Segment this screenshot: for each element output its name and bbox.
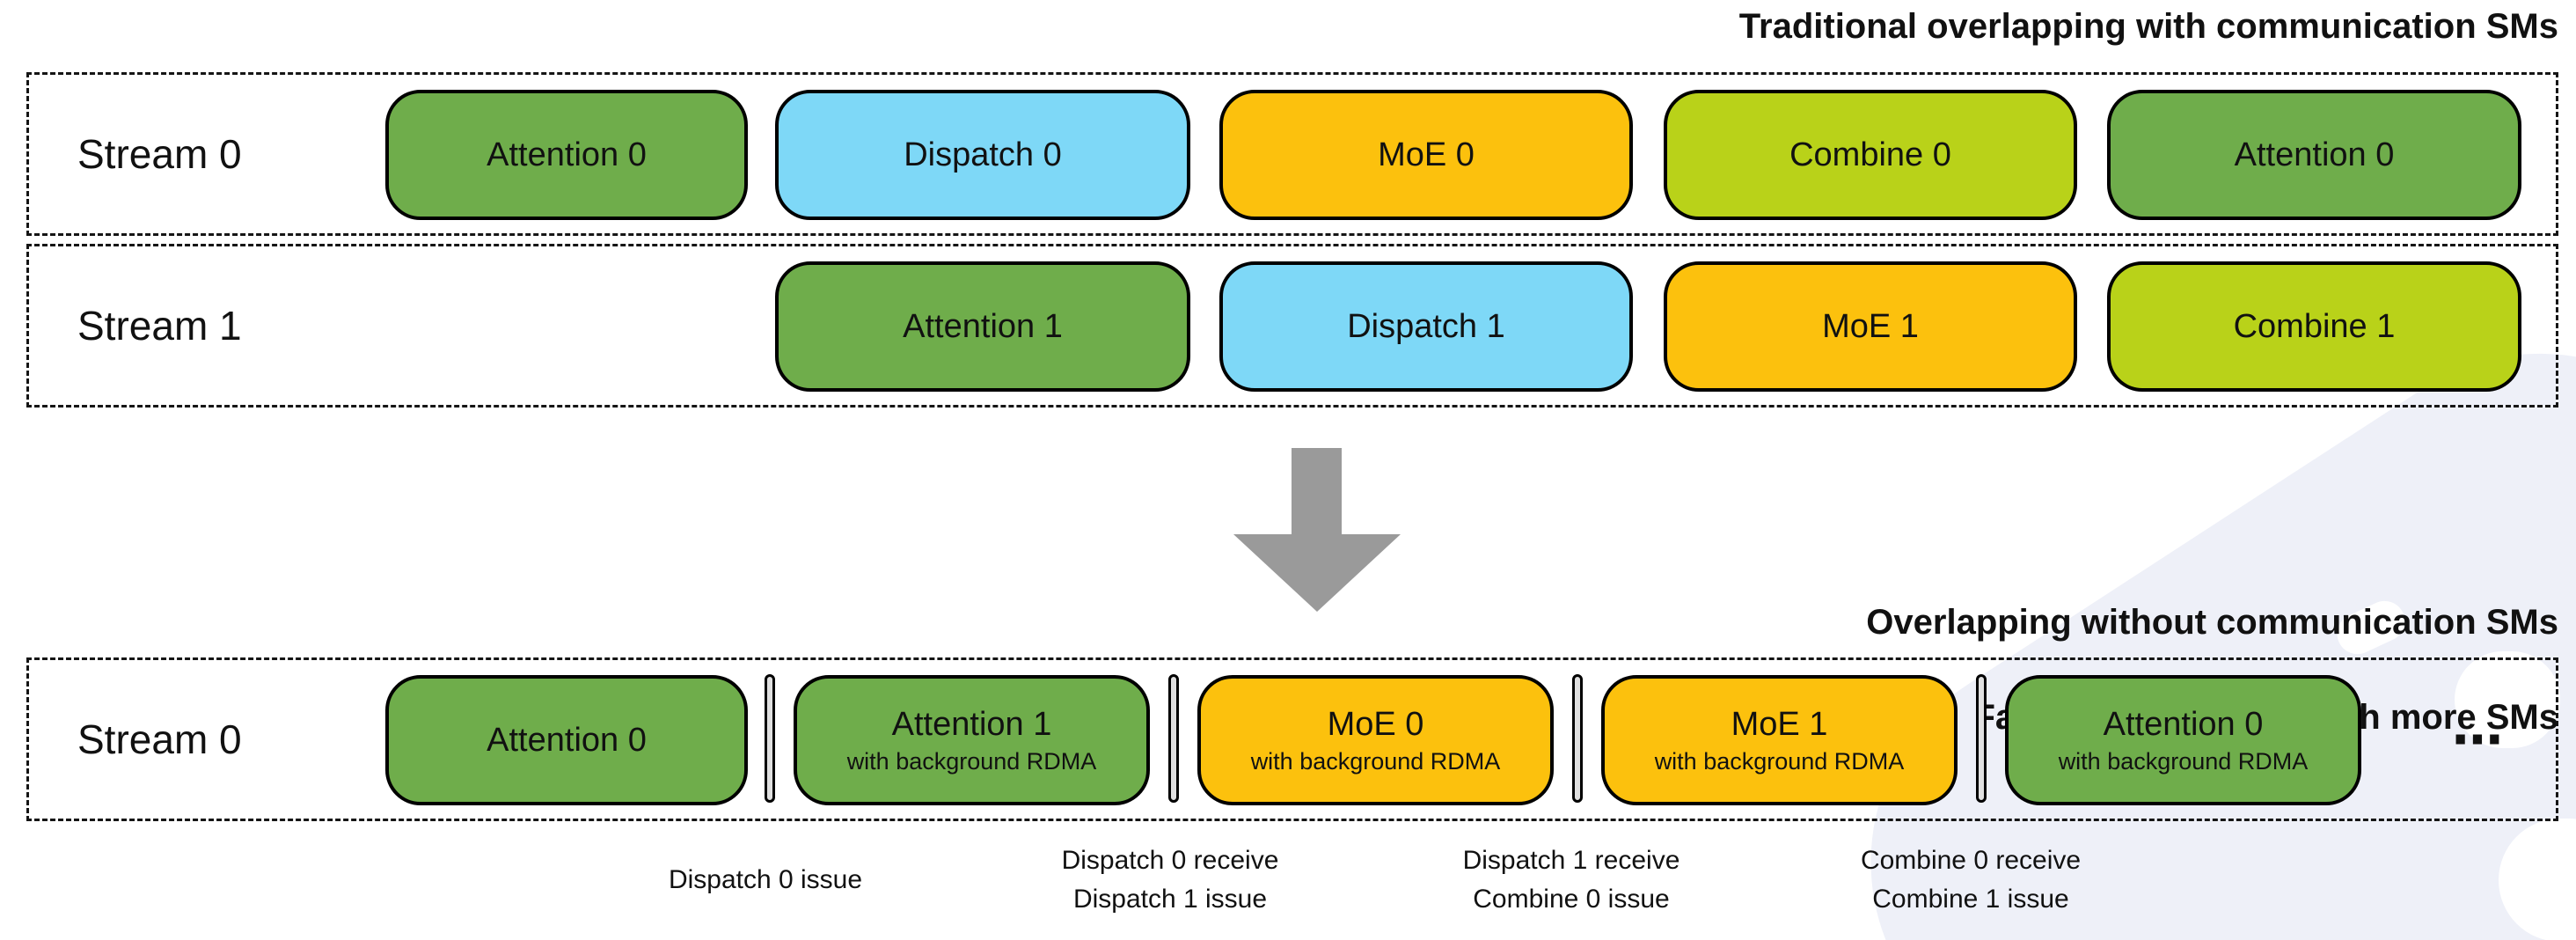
task-box-moe: MoE 0: [1219, 90, 1633, 220]
task-box-attention-rdma: Attention 0 with background RDMA: [2005, 675, 2361, 805]
traditional-section-title: Traditional overlapping with communicati…: [1738, 7, 2558, 46]
event-line: Combine 1 issue: [1872, 885, 2069, 914]
task-box-moe-rdma: MoE 1 with background RDMA: [1601, 675, 1958, 805]
task-box-attention: Attention 0: [385, 90, 748, 220]
task-box-attention: Attention 1: [775, 261, 1190, 392]
stream-sync-separator: [1168, 674, 1179, 803]
task-box-attention: Attention 0: [385, 675, 748, 805]
task-sublabel: with background RDMA: [2058, 747, 2309, 775]
event-line: Combine 0 issue: [1473, 885, 1670, 914]
stream-sync-separator: [765, 674, 775, 803]
event-label: Combine 0 receive Combine 1 issue: [1786, 838, 2155, 922]
stream0-label: Stream 0: [77, 131, 242, 177]
event-line: Dispatch 0 issue: [668, 865, 863, 894]
task-label: Attention 1: [891, 705, 1052, 743]
task-box-moe: MoE 1: [1664, 261, 2077, 392]
task-box-moe-rdma: MoE 0 with background RDMA: [1197, 675, 1554, 805]
event-label: Dispatch 0 issue: [581, 838, 950, 922]
transition-down-arrow-icon: [1233, 448, 1401, 612]
stream-sync-separator: [1976, 674, 1987, 803]
task-box-dispatch: Dispatch 0: [775, 90, 1190, 220]
task-sublabel: with background RDMA: [846, 747, 1097, 775]
event-line: Dispatch 1 issue: [1072, 885, 1268, 914]
stream1-label: Stream 1: [77, 303, 242, 349]
task-label: Attention 0: [2103, 705, 2264, 743]
task-box-combine: Combine 0: [1664, 90, 2077, 220]
task-box-attention: Attention 0: [2107, 90, 2521, 220]
task-box-combine: Combine 1: [2107, 261, 2521, 392]
overlapped-title-line1: Overlapping without communication SMs: [1866, 603, 2558, 642]
event-label: Dispatch 1 receive Combine 0 issue: [1387, 838, 1756, 922]
event-line: Dispatch 0 receive: [1061, 846, 1279, 875]
stream-sync-separator: [1572, 674, 1583, 803]
task-label: MoE 0: [1327, 705, 1424, 743]
event-label: Dispatch 0 receive Dispatch 1 issue: [985, 838, 1355, 922]
task-label: MoE 1: [1731, 705, 1828, 743]
task-sublabel: with background RDMA: [1654, 747, 1905, 775]
watermark-highlight: [2455, 651, 2560, 748]
stream0-label: Stream 0: [77, 716, 242, 762]
task-box-dispatch: Dispatch 1: [1219, 261, 1633, 392]
continuation-ellipsis: ⋯: [2452, 711, 2506, 768]
event-line: Dispatch 1 receive: [1462, 846, 1680, 875]
task-box-attention-rdma: Attention 1 with background RDMA: [794, 675, 1150, 805]
traditional-stream0-lane: Stream 0 Attention 0 Dispatch 0 MoE 0 Co…: [26, 72, 2558, 236]
task-sublabel: with background RDMA: [1250, 747, 1501, 775]
event-line: Combine 0 receive: [1860, 846, 2082, 875]
traditional-stream1-lane: Stream 1 Attention 1 Dispatch 1 MoE 1 Co…: [26, 244, 2558, 408]
overlapped-stream0-lane: Stream 0 Attention 0 Attention 1 with ba…: [26, 657, 2558, 821]
